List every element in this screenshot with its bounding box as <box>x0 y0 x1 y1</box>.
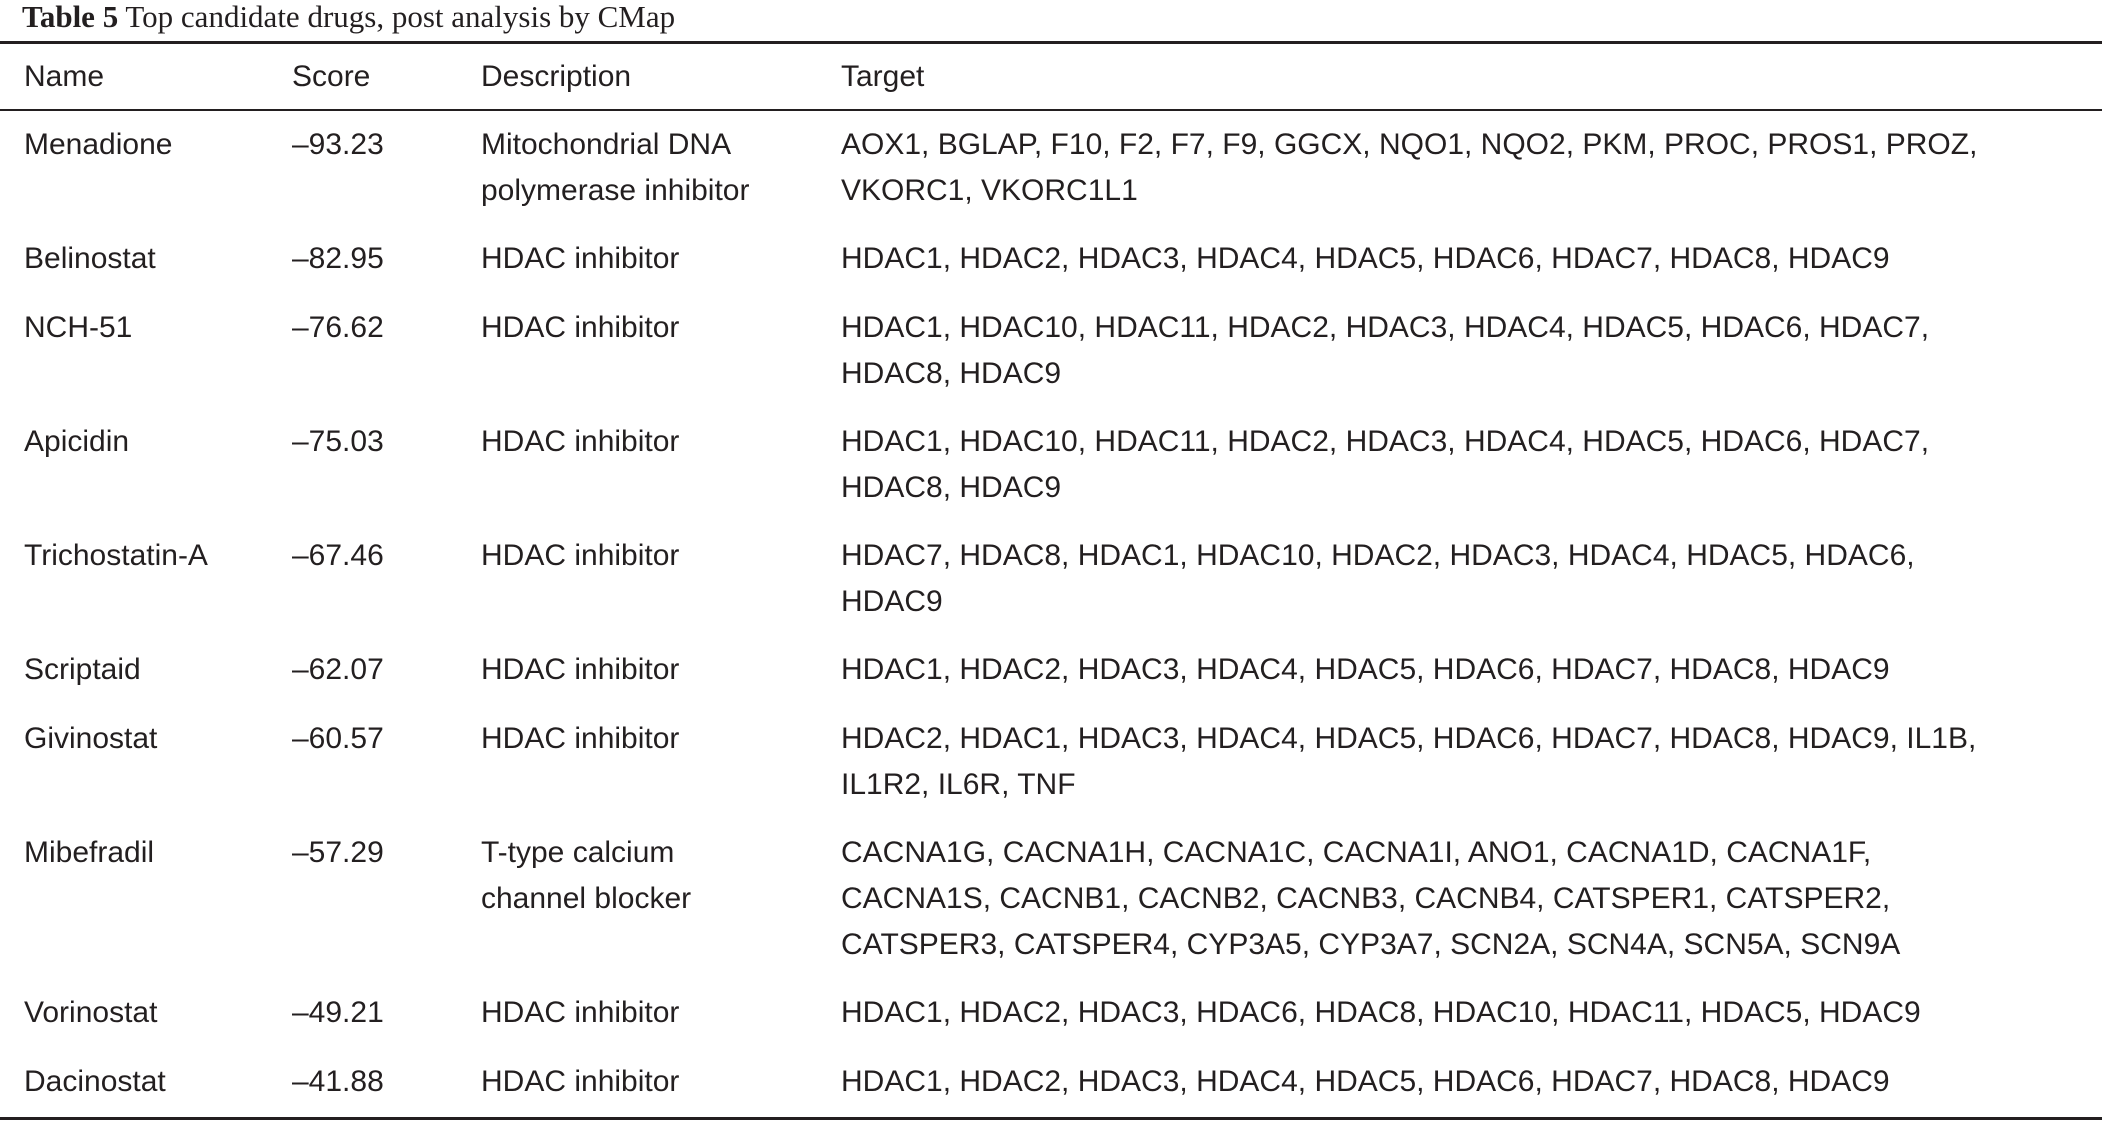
cell-description-line: HDAC inhibitor <box>481 996 680 1029</box>
cell-name: Belinostat <box>24 242 156 275</box>
cell-description-line: HDAC inhibitor <box>481 722 680 755</box>
cell-target-line: VKORC1, VKORC1L1 <box>841 174 1138 207</box>
cell-description: HDAC inhibitor <box>481 990 811 1036</box>
table-bottom-rule <box>0 1117 2102 1120</box>
cell-score: –41.88 <box>292 1065 384 1098</box>
cell-name: Vorinostat <box>24 996 158 1029</box>
cell-description: HDAC inhibitor <box>481 533 811 579</box>
cell-score: –75.03 <box>292 425 384 458</box>
cell-score: –60.57 <box>292 722 384 755</box>
cell-description-line: Mitochondrial DNA <box>481 128 732 161</box>
cell-target: HDAC1, HDAC10, HDAC11, HDAC2, HDAC3, HDA… <box>841 419 2091 511</box>
table-caption-text: Top candidate drugs, post analysis by CM… <box>125 0 676 34</box>
cell-score: –57.29 <box>292 836 384 869</box>
cell-target-line: AOX1, BGLAP, F10, F2, F7, F9, GGCX, NQO1… <box>841 128 1978 161</box>
cell-description: HDAC inhibitor <box>481 647 811 693</box>
cell-score: –49.21 <box>292 996 384 1029</box>
cell-score: –82.95 <box>292 242 384 275</box>
cell-name: Givinostat <box>24 722 158 755</box>
cell-description: HDAC inhibitor <box>481 236 811 282</box>
cell-name: Menadione <box>24 128 173 161</box>
column-header-score: Score <box>292 60 371 93</box>
cell-target: HDAC2, HDAC1, HDAC3, HDAC4, HDAC5, HDAC6… <box>841 716 2091 808</box>
cell-score: –93.23 <box>292 128 384 161</box>
cell-description: HDAC inhibitor <box>481 716 811 762</box>
cell-target: CACNA1G, CACNA1H, CACNA1C, CACNA1I, ANO1… <box>841 830 2091 968</box>
cell-description: HDAC inhibitor <box>481 1059 811 1105</box>
cell-description-line: HDAC inhibitor <box>481 425 680 458</box>
cell-target-line: HDAC2, HDAC1, HDAC3, HDAC4, HDAC5, HDAC6… <box>841 722 1977 755</box>
cell-target: HDAC1, HDAC2, HDAC3, HDAC4, HDAC5, HDAC6… <box>841 647 2091 693</box>
cell-name: Apicidin <box>24 425 130 458</box>
cell-description: HDAC inhibitor <box>481 305 811 351</box>
column-header-target: Target <box>841 60 925 93</box>
cell-name: Trichostatin-A <box>24 539 208 572</box>
cell-description-line: HDAC inhibitor <box>481 1065 680 1098</box>
cell-score: –67.46 <box>292 539 384 572</box>
cell-description-line: HDAC inhibitor <box>481 311 680 344</box>
cell-target: AOX1, BGLAP, F10, F2, F7, F9, GGCX, NQO1… <box>841 122 2091 214</box>
cell-target: HDAC1, HDAC2, HDAC3, HDAC6, HDAC8, HDAC1… <box>841 990 2091 1036</box>
cell-description-line: HDAC inhibitor <box>481 539 680 572</box>
cell-target: HDAC1, HDAC2, HDAC3, HDAC4, HDAC5, HDAC6… <box>841 236 2091 282</box>
column-header-name: Name <box>24 60 105 93</box>
cell-description-line: HDAC inhibitor <box>481 242 680 275</box>
cell-name: Mibefradil <box>24 836 155 869</box>
cell-name: Scriptaid <box>24 653 141 686</box>
table-header-rule <box>0 109 2102 111</box>
cell-target-line: HDAC8, HDAC9 <box>841 357 1062 390</box>
cell-target-line: HDAC7, HDAC8, HDAC1, HDAC10, HDAC2, HDAC… <box>841 539 1915 572</box>
cell-target-line: HDAC9 <box>841 585 943 618</box>
cell-description-line: T-type calcium <box>481 836 675 869</box>
cell-target-line: HDAC1, HDAC10, HDAC11, HDAC2, HDAC3, HDA… <box>841 311 1930 344</box>
cell-description: HDAC inhibitor <box>481 419 811 465</box>
cell-description: Mitochondrial DNA polymerase inhibitor <box>481 122 811 214</box>
cell-description-line: channel blocker <box>481 882 692 915</box>
cell-target-line: HDAC1, HDAC10, HDAC11, HDAC2, HDAC3, HDA… <box>841 425 1930 458</box>
cell-target-line: CACNA1S, CACNB1, CACNB2, CACNB3, CACNB4,… <box>841 882 1891 915</box>
cell-name: Dacinostat <box>24 1065 166 1098</box>
column-header-description: Description <box>481 60 632 93</box>
cell-score: –62.07 <box>292 653 384 686</box>
cell-target-line: HDAC1, HDAC2, HDAC3, HDAC4, HDAC5, HDAC6… <box>841 1065 1890 1098</box>
cell-description: T-type calcium channel blocker <box>481 830 811 922</box>
cell-target-line: HDAC1, HDAC2, HDAC3, HDAC4, HDAC5, HDAC6… <box>841 242 1890 275</box>
cell-target: HDAC7, HDAC8, HDAC1, HDAC10, HDAC2, HDAC… <box>841 533 2091 625</box>
cell-target-line: HDAC1, HDAC2, HDAC3, HDAC6, HDAC8, HDAC1… <box>841 996 1921 1029</box>
cell-target: HDAC1, HDAC2, HDAC3, HDAC4, HDAC5, HDAC6… <box>841 1059 2091 1105</box>
cell-target-line: HDAC1, HDAC2, HDAC3, HDAC4, HDAC5, HDAC6… <box>841 653 1890 686</box>
cell-target-line: HDAC8, HDAC9 <box>841 471 1062 504</box>
table-caption-label: Table 5 <box>22 0 119 34</box>
table-top-rule <box>0 41 2102 44</box>
cell-target-line: CACNA1G, CACNA1H, CACNA1C, CACNA1I, ANO1… <box>841 836 1872 869</box>
cell-score: –76.62 <box>292 311 384 344</box>
cell-target: HDAC1, HDAC10, HDAC11, HDAC2, HDAC3, HDA… <box>841 305 2091 397</box>
cell-target-line: IL1R2, IL6R, TNF <box>841 768 1076 801</box>
cell-description-line: HDAC inhibitor <box>481 653 680 686</box>
table-caption: Table 5 Top candidate drugs, post analys… <box>22 0 675 40</box>
cell-name: NCH-51 <box>24 311 133 344</box>
cell-target-line: CATSPER3, CATSPER4, CYP3A5, CYP3A7, SCN2… <box>841 928 1901 961</box>
cell-description-line: polymerase inhibitor <box>481 174 750 207</box>
